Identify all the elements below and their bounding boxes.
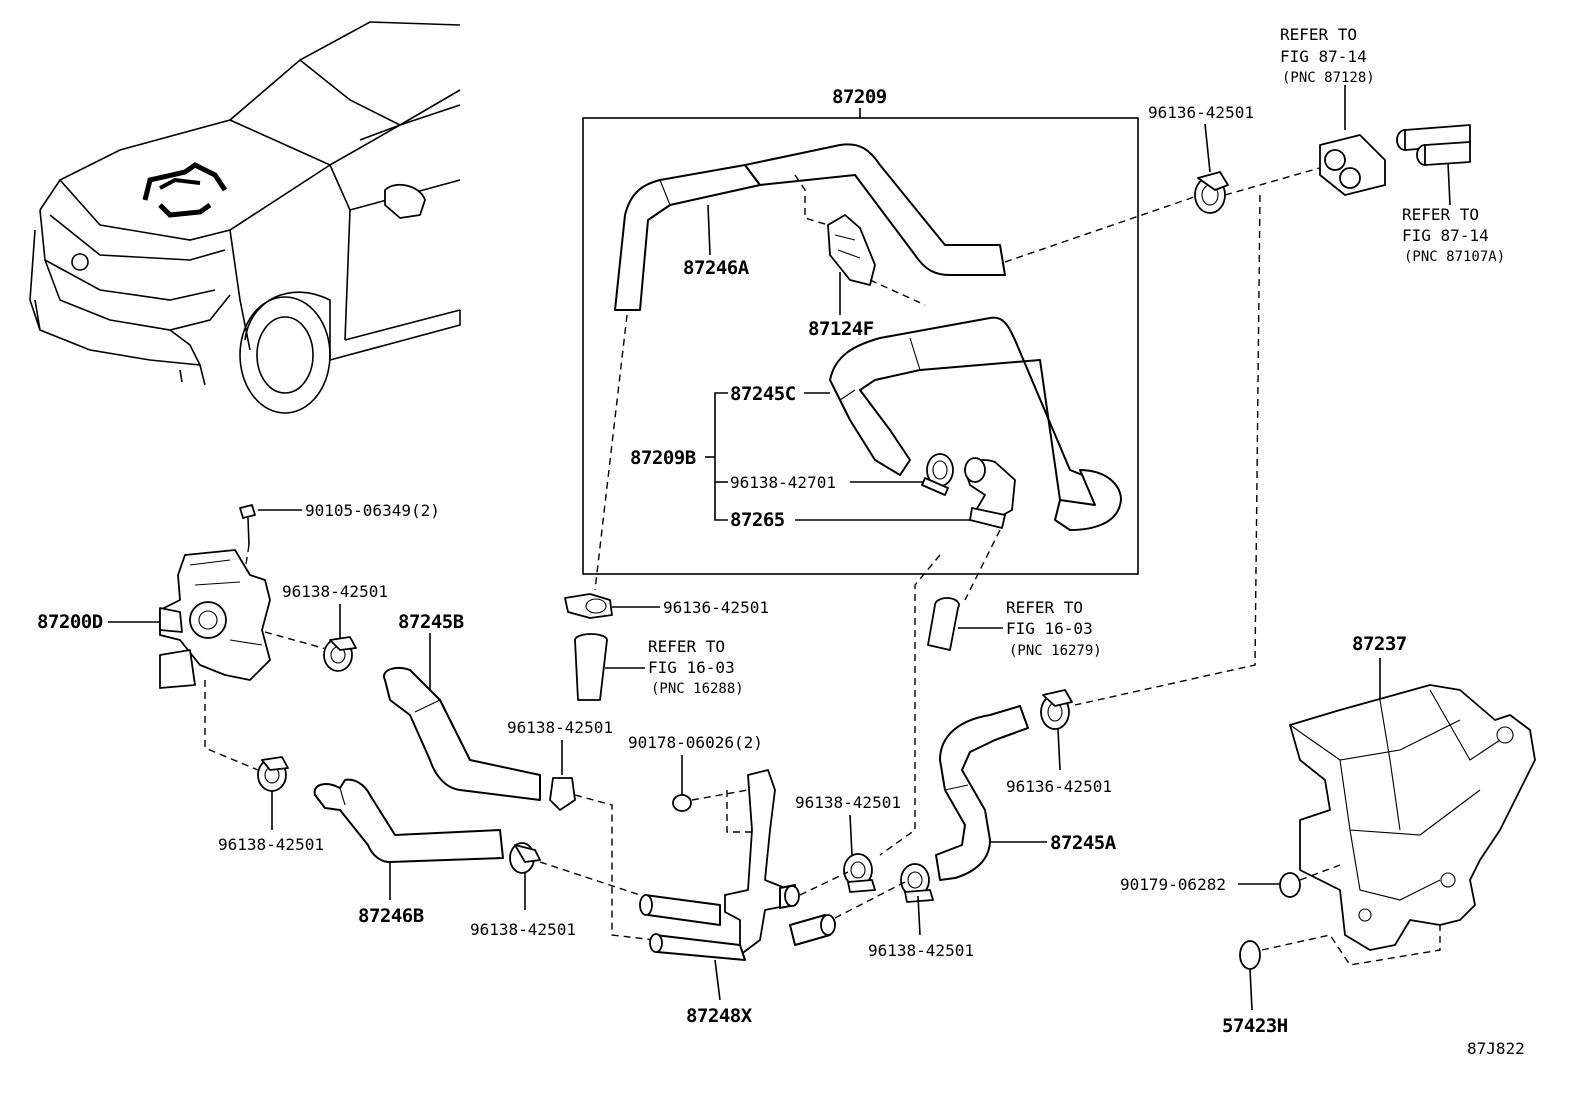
figure-id: 87J822 <box>1467 1039 1525 1058</box>
clamp-96136-mid <box>564 593 613 619</box>
refer-16288-line2: FIG 16-03 <box>648 658 735 677</box>
part-label-87265: 87265 <box>730 509 785 531</box>
grommet-part <box>1319 134 1386 196</box>
refer-16279-line3: (PNC 16279) <box>1009 643 1102 659</box>
hose-87245B <box>383 667 541 801</box>
valve-87200D <box>159 549 271 689</box>
part-label-90179-06282: 90179-06282 <box>1120 875 1226 894</box>
clamp-96138-42701 <box>921 453 954 496</box>
hose-87246B <box>313 778 504 863</box>
refer-87128-line1: REFER TO <box>1280 25 1357 44</box>
clip-57423H <box>1239 940 1261 970</box>
part-label-87246A: 87246A <box>683 257 750 279</box>
pipe-87107A <box>1396 124 1471 166</box>
refer-87128-line2: FIG 87-14 <box>1280 47 1367 66</box>
part-label-87245C: 87245C <box>730 383 796 405</box>
part-label-87246B: 87246B <box>358 905 424 927</box>
refer-16288-line1: REFER TO <box>648 637 725 656</box>
part-label-96138-42701: 96138-42701 <box>730 473 836 492</box>
nut-90178 <box>672 794 692 812</box>
part-label-96138-42501-c: 96138-42501 <box>795 793 901 812</box>
refer-16288-line3: (PNC 16288) <box>651 681 744 697</box>
part-label-96136-42501-top: 96136-42501 <box>1148 103 1254 122</box>
part-label-87245B: 87245B <box>398 611 464 633</box>
bolt-90105 <box>239 504 256 546</box>
hose-87245C <box>829 316 1122 531</box>
nut-90179 <box>1279 872 1301 898</box>
pipe-16288 <box>574 633 608 701</box>
part-label-87200D: 87200D <box>37 611 103 633</box>
part-label-57423H: 57423H <box>1222 1015 1288 1037</box>
part-label-87237: 87237 <box>1352 633 1407 655</box>
part-label-90178-06026: 90178-06026(2) <box>628 733 763 752</box>
part-label-87248X: 87248X <box>686 1005 753 1027</box>
part-label-96138-42501-b: 96138-42501 <box>507 718 613 737</box>
part-label-96138-42501-d: 96138-42501 <box>218 835 324 854</box>
part-label-87124F: 87124F <box>808 318 874 340</box>
bracket-87124F <box>827 214 876 286</box>
part-label-87245A: 87245A <box>1050 832 1117 854</box>
heater-unit-87237 <box>1289 684 1536 951</box>
vehicle-illustration <box>29 21 461 414</box>
pipe-87248X <box>639 769 836 961</box>
part-label-96138-42501-f: 96138-42501 <box>868 941 974 960</box>
part-label-87209B: 87209B <box>630 447 696 469</box>
connector-87265 <box>964 457 1016 529</box>
clamp-96138-c <box>843 853 876 893</box>
hose-87246A <box>614 143 1006 311</box>
refer-87107A-line3: (PNC 87107A) <box>1404 249 1505 265</box>
refer-87128-line3: (PNC 87128) <box>1282 70 1375 86</box>
part-label-90105-06349: 90105-06349(2) <box>305 501 440 520</box>
part-label-96136-42501-right: 96136-42501 <box>1006 777 1112 796</box>
clamp-96138-f <box>900 863 934 903</box>
part-label-96138-42501-e: 96138-42501 <box>470 920 576 939</box>
refer-16279-line1: REFER TO <box>1006 598 1083 617</box>
clamp-96136-right <box>1040 689 1073 730</box>
part-label-87209: 87209 <box>832 86 887 108</box>
clamp-96138-a <box>323 636 357 672</box>
clamp-96138-b <box>549 777 576 811</box>
refer-87107A-line2: FIG 87-14 <box>1402 226 1489 245</box>
pipe-16279 <box>927 597 960 651</box>
part-label-96136-42501-mid: 96136-42501 <box>663 598 769 617</box>
refer-87107A-line1: REFER TO <box>1402 205 1479 224</box>
clamp-96138-e <box>509 842 541 874</box>
hose-87245A <box>935 705 1029 881</box>
refer-16279-line2: FIG 16-03 <box>1006 619 1093 638</box>
part-label-96138-42501-a: 96138-42501 <box>282 582 388 601</box>
clamp-96138-d <box>257 756 289 792</box>
clamp-96136-top <box>1194 171 1229 214</box>
